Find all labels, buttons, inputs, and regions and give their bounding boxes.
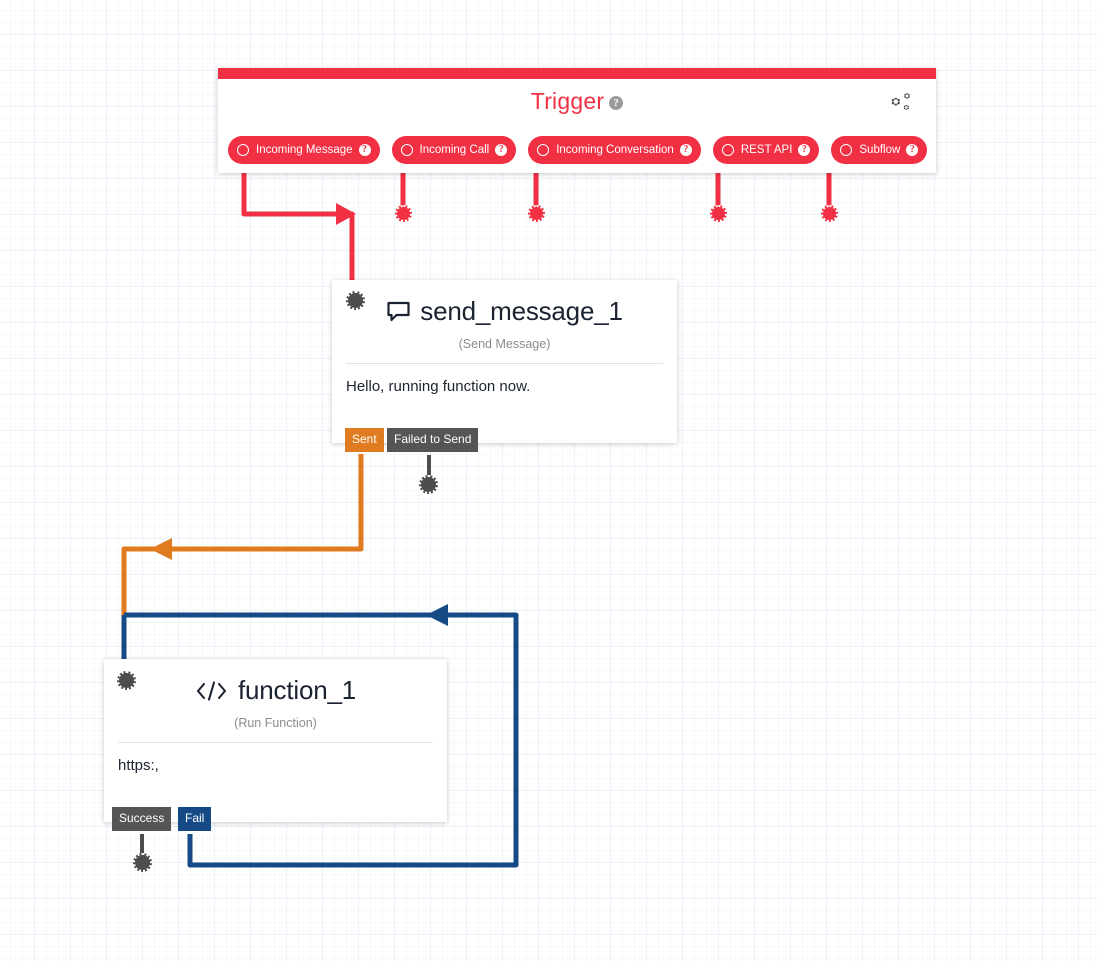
trigger-panel-title: Trigger?: [218, 88, 936, 115]
port-label-sent[interactable]: Sent: [345, 428, 384, 452]
trigger-output-dot-incoming-conversation[interactable]: [528, 205, 545, 222]
trigger-pill-incoming-message[interactable]: Incoming Message ?: [228, 136, 380, 164]
node-subtitle: (Run Function): [234, 716, 317, 730]
node-input-dot-function-1[interactable]: [117, 671, 136, 690]
trigger-pill-incoming-conversation[interactable]: Incoming Conversation ?: [528, 136, 701, 164]
node-body-text: https:,: [118, 757, 159, 774]
trigger-pill-label: Incoming Message: [256, 144, 353, 156]
node-title-row: function_1: [104, 659, 447, 706]
trigger-stub-lines: [400, 172, 832, 207]
radio-circle-icon: [537, 144, 550, 156]
node-body-text: Hello, running function now.: [346, 378, 531, 395]
trigger-pill-label: Incoming Call: [419, 144, 490, 156]
trigger-title-text: Trigger: [530, 88, 605, 114]
trigger-panel-accent-bar: [218, 68, 936, 79]
speech-bubble-icon: [386, 301, 411, 323]
port-label-failed-to-send[interactable]: Failed to Send: [387, 428, 479, 452]
port-label-fail[interactable]: Fail: [178, 807, 212, 831]
trigger-pill-incoming-call[interactable]: Incoming Call ?: [391, 136, 517, 164]
node-input-dot-send-message-1[interactable]: [346, 291, 365, 310]
code-icon: [195, 680, 229, 702]
trigger-pill-rest-api[interactable]: REST API ?: [712, 136, 820, 164]
trigger-output-dot-rest-api[interactable]: [710, 205, 727, 222]
node-title: send_message_1: [420, 296, 623, 326]
help-circle-icon[interactable]: ?: [609, 96, 624, 110]
gears-icon[interactable]: [886, 91, 920, 121]
node-divider: [346, 363, 663, 364]
trigger-pill-label: Subflow: [859, 144, 901, 156]
trigger-output-dot-subflow[interactable]: [821, 205, 838, 222]
trigger-pill-subflow[interactable]: Subflow ?: [831, 136, 928, 164]
trigger-pill-label: Incoming Conversation: [556, 144, 674, 156]
help-circle-icon[interactable]: ?: [679, 144, 692, 156]
trigger-output-dot-incoming-call[interactable]: [395, 205, 412, 222]
help-circle-icon[interactable]: ?: [906, 144, 919, 156]
node-output-dot-failed-to-send[interactable]: [419, 475, 438, 494]
node-function-1[interactable]: function_1 (Run Function) https:,: [104, 659, 447, 822]
node-output-dot-success[interactable]: [133, 853, 152, 872]
radio-circle-icon: [400, 144, 413, 156]
help-circle-icon[interactable]: ?: [358, 144, 371, 156]
trigger-panel[interactable]: Trigger? Incoming Message: [218, 68, 936, 173]
radio-circle-icon: [721, 144, 734, 156]
trigger-pill-label: REST API: [740, 144, 793, 156]
node-subtitle: (Send Message): [458, 337, 551, 351]
edge-sent-to-function: [121, 454, 364, 662]
node-title-row: send_message_1: [332, 280, 677, 327]
port-label-success[interactable]: Success: [112, 807, 172, 831]
radio-circle-icon: [237, 144, 249, 156]
node-title: function_1: [238, 675, 356, 705]
help-circle-icon[interactable]: ?: [798, 144, 811, 156]
trigger-pill-row: Incoming Message ? Incoming Call ? Incom…: [228, 136, 939, 164]
radio-circle-icon: [840, 144, 853, 156]
node-send-message-1[interactable]: send_message_1 (Send Message) Hello, run…: [332, 280, 677, 443]
help-circle-icon[interactable]: ?: [495, 144, 508, 156]
edge-incoming-message-to-send-message: [241, 172, 356, 288]
